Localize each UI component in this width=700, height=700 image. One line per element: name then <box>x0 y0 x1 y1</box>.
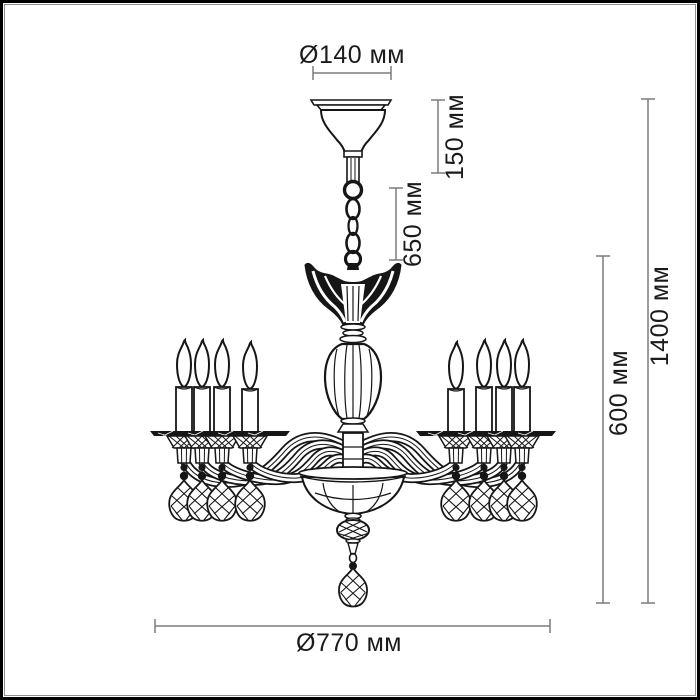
ribbed-vase <box>323 342 383 433</box>
dim-label-canopy-height: 150 мм <box>441 93 469 181</box>
suspension-chain <box>342 179 364 269</box>
dim-label-body-height: 600 мм <box>605 349 633 437</box>
dim-label-body-diameter: Ø770 мм <box>296 629 402 657</box>
dim-body-diameter-line <box>154 619 551 633</box>
ceiling-canopy <box>309 99 393 183</box>
dim-label-suspension-length: 650 мм <box>399 180 427 268</box>
dim-total-height-line <box>641 98 655 604</box>
dimension-lines <box>154 66 655 633</box>
crown-horn <box>304 262 402 344</box>
dim-body-height-line <box>596 255 610 604</box>
dim-canopy-height-line <box>431 99 445 174</box>
dim-suspension-length-line <box>389 187 403 261</box>
bobeche-plates <box>150 430 556 437</box>
dim-canopy-diameter-line <box>312 66 392 80</box>
dim-label-canopy-diameter: Ø140 мм <box>299 41 405 69</box>
dim-label-total-height: 1400 мм <box>646 265 674 367</box>
center-bowl <box>298 466 408 516</box>
chandelier-drawing <box>150 66 655 633</box>
bottom-finial <box>336 512 370 608</box>
